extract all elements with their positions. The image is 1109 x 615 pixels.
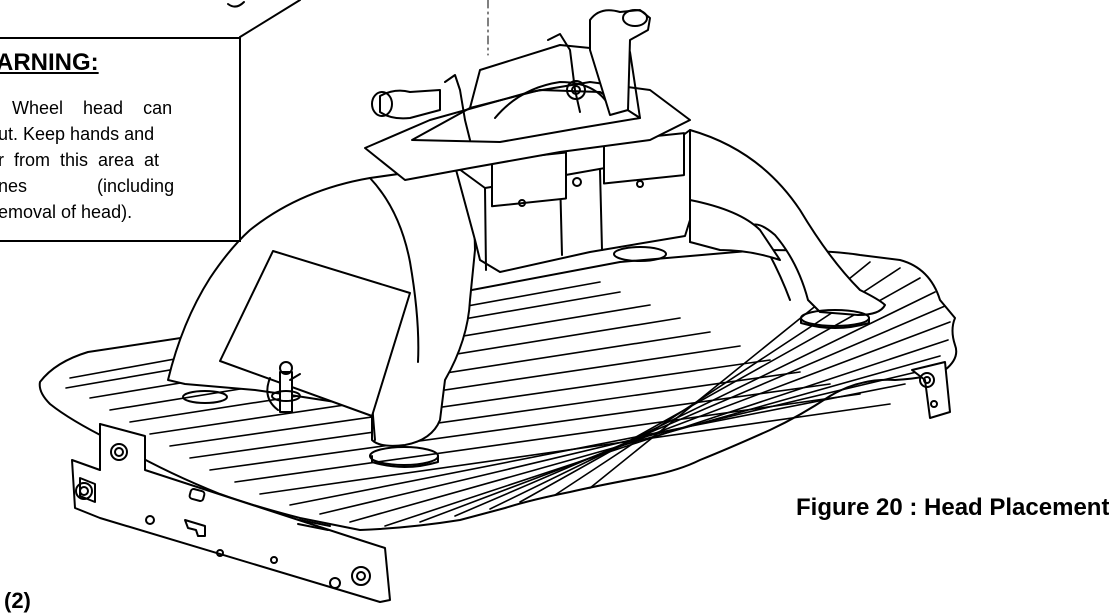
latch-spring-right <box>547 33 581 113</box>
hitch-pin-ring <box>266 377 279 411</box>
base-plate-outline <box>38 249 958 531</box>
left-bolt-1 <box>110 443 128 461</box>
left-bolt-2 <box>75 482 93 500</box>
warning-line-5: emoval of head). <box>0 202 133 222</box>
leader-line <box>239 0 301 38</box>
callout-label-fragment: (2) <box>4 588 31 613</box>
right-bolt <box>919 372 935 388</box>
leader-arrow-tip <box>227 1 245 8</box>
head-throat <box>494 81 613 119</box>
warning-line-1: Wheel head can <box>12 98 173 118</box>
right-rear-foot <box>613 246 667 262</box>
right-mounting-rail <box>911 361 951 419</box>
right-arch-leg <box>689 129 886 316</box>
figure-caption: Figure 20 : Head Placement <box>796 494 1109 521</box>
left-bolt-3 <box>351 566 371 586</box>
latch-spring-left <box>444 74 471 141</box>
left-label-plate <box>219 250 411 417</box>
left-rear-foot <box>182 390 228 404</box>
warning-line-3: r from this area at <box>0 150 160 170</box>
left-bolt-4 <box>329 577 341 589</box>
warning-line-4: nes (including <box>0 176 175 196</box>
hitch-illustration <box>38 0 958 603</box>
warning-title: ARNING: <box>0 49 99 76</box>
left-mounting-rail <box>71 423 391 603</box>
warning-line-2: ut. Keep hands and <box>0 124 155 144</box>
warning-box: ARNING: Wheel head can ut. Keep hands an… <box>0 37 241 242</box>
head-handle <box>589 9 651 116</box>
